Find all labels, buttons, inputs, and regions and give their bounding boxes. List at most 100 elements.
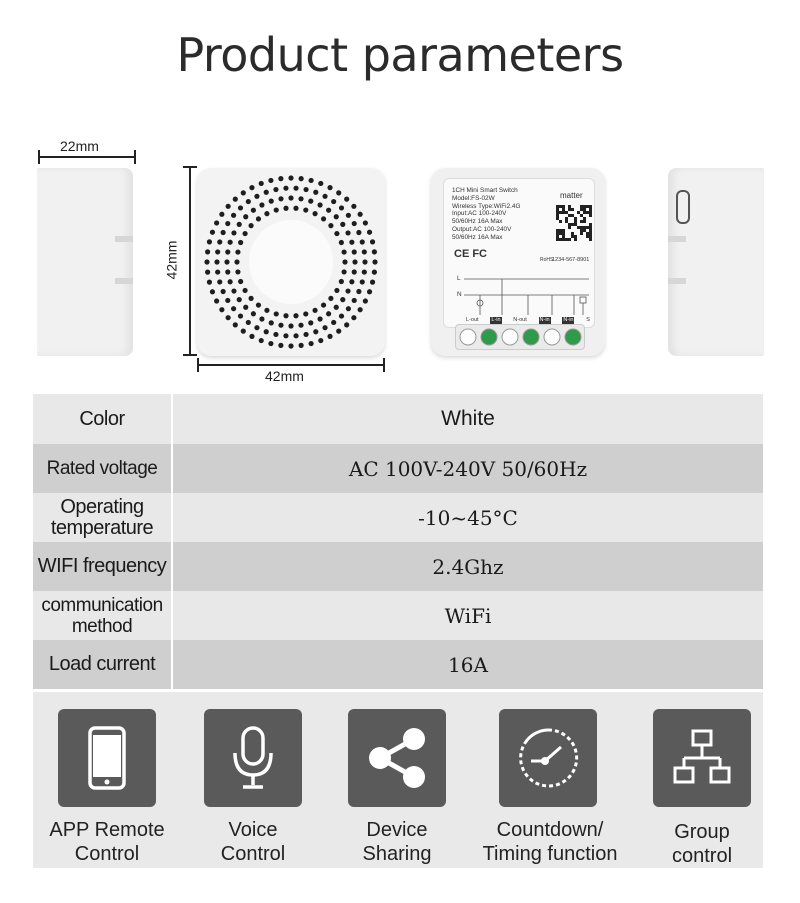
height-dimension-tick-top xyxy=(183,166,197,168)
qr-module xyxy=(571,214,574,217)
qr-module xyxy=(589,223,592,226)
qr-module xyxy=(562,205,565,208)
grille-hole xyxy=(259,316,265,322)
height-dimension-line xyxy=(189,166,191,356)
qr-module xyxy=(583,220,586,223)
grille-hole xyxy=(308,320,314,326)
terminal-label: S xyxy=(586,317,590,323)
terminal-label: L-in xyxy=(490,317,502,325)
qr-module xyxy=(583,229,586,232)
feature-label-sharing: Device Sharing xyxy=(362,819,432,865)
table-row: Color White xyxy=(33,394,763,444)
qr-module xyxy=(556,217,559,220)
grille-hole xyxy=(214,259,220,265)
qr-module xyxy=(568,214,571,217)
grille-hole xyxy=(298,196,304,202)
grille-hole xyxy=(338,313,345,319)
grille-hole xyxy=(225,203,231,209)
qr-module xyxy=(580,220,583,223)
grille-hole xyxy=(214,298,220,304)
table-row: Load current 16A xyxy=(33,640,763,689)
grille-hole xyxy=(366,229,373,235)
grille-hole xyxy=(351,203,357,209)
grille-hole xyxy=(308,177,314,184)
grille-hole xyxy=(369,239,376,245)
grille-hole xyxy=(333,214,339,220)
grille-hole xyxy=(232,196,238,202)
qr-module xyxy=(559,229,562,232)
grille-hole xyxy=(283,333,289,339)
terminal-screw xyxy=(459,328,477,346)
grille-hole xyxy=(362,220,368,226)
qr-module xyxy=(577,211,580,214)
grille-hole xyxy=(206,239,213,245)
qr-module xyxy=(556,232,559,235)
grille-hole xyxy=(320,302,327,308)
grille-hole xyxy=(338,205,345,211)
grille-hole xyxy=(248,295,254,301)
spec-value: WiFi xyxy=(444,603,492,628)
features-panel: APP Remote Control Voice Control Device … xyxy=(33,692,763,868)
grille-hole xyxy=(341,249,347,255)
qr-module xyxy=(589,214,592,217)
grille-hole xyxy=(273,207,279,213)
grille-hole xyxy=(344,322,350,328)
wire-label-L: L xyxy=(457,275,461,282)
grille-hole xyxy=(308,198,314,204)
width-dimension-line xyxy=(38,156,136,158)
grille-hole xyxy=(359,279,365,285)
label-line: Input:AC 100-240V xyxy=(452,210,507,218)
grille-hole xyxy=(341,269,347,275)
timer-icon xyxy=(499,709,597,807)
grille-hole xyxy=(278,322,284,328)
qr-module xyxy=(565,238,568,241)
terminal-label: N-out xyxy=(513,317,527,323)
qr-module xyxy=(589,208,592,211)
qr-module xyxy=(586,226,589,229)
grille-hole xyxy=(328,295,334,301)
qr-module xyxy=(583,226,586,229)
terminal-screw xyxy=(480,328,498,346)
grille-hole xyxy=(312,307,318,313)
grille-hole xyxy=(308,340,314,347)
grille-hole xyxy=(263,189,269,195)
grille-hole xyxy=(240,328,246,334)
feature-label-voice: Voice Control xyxy=(220,819,286,865)
side-view-left xyxy=(37,168,133,356)
side-slot xyxy=(668,236,686,242)
grille-hole xyxy=(293,333,299,339)
label-line: Model:FS-02W xyxy=(452,194,495,202)
grille-hole xyxy=(273,186,279,193)
grille-hole xyxy=(225,297,231,304)
terminal-label: N-in xyxy=(538,317,551,325)
qr-module xyxy=(571,235,574,238)
grille-hole xyxy=(288,195,294,201)
grille-hole xyxy=(349,279,355,285)
grille-hole xyxy=(249,333,255,339)
grille-hole xyxy=(242,230,248,237)
grille-hole xyxy=(351,249,357,255)
grille-hole xyxy=(293,313,299,319)
grille-hole xyxy=(255,302,262,308)
qr-module xyxy=(556,205,559,208)
grille-hole xyxy=(238,278,244,285)
label-line: 50/60Hz 16A Max xyxy=(452,233,503,241)
table-row: communication method WiFi xyxy=(33,591,763,640)
grille-hole xyxy=(371,269,377,275)
grille-hole xyxy=(336,190,342,196)
spec-value: AC 100V-240V 50/60Hz xyxy=(348,456,588,481)
speaker-grille xyxy=(204,175,378,349)
spec-table: Color White Rated voltage AC 100V-240V 5… xyxy=(33,394,763,689)
terminal-screw xyxy=(522,328,540,346)
qr-module xyxy=(586,232,589,235)
grille-hole xyxy=(334,287,340,294)
qr-module xyxy=(586,235,589,238)
qr-module xyxy=(580,214,583,217)
grille-hole xyxy=(230,306,237,312)
grille-hole xyxy=(268,340,274,347)
grille-hole xyxy=(268,320,274,326)
table-row: Rated voltage AC 100V-240V 50/60Hz xyxy=(33,444,763,493)
grille-hole xyxy=(357,211,363,217)
grille-hole xyxy=(254,325,260,331)
qr-module xyxy=(568,226,571,229)
